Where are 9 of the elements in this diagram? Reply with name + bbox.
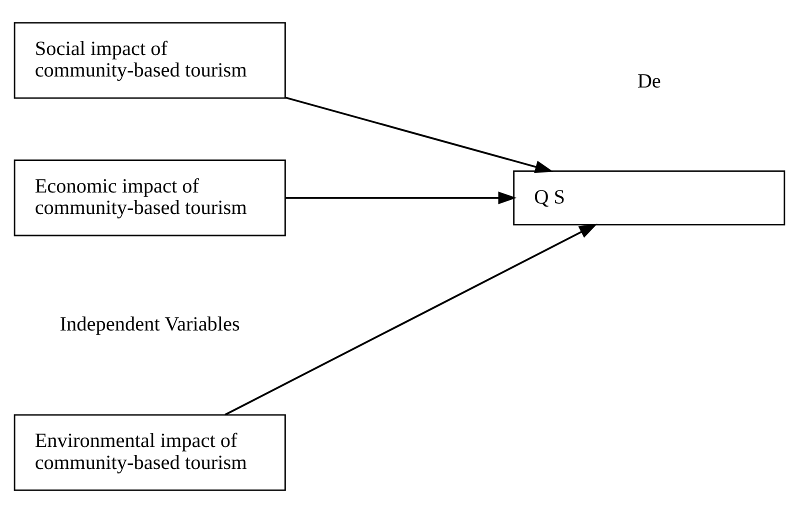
node-box: Environmental impact of community-based tourism (14, 414, 286, 490)
node-box: Q S (513, 170, 786, 225)
arrow (224, 223, 598, 416)
label: Independent Variables (60, 313, 240, 336)
label: De (637, 70, 661, 92)
arrow (285, 96, 554, 173)
node-box: Economic impact of community-based tourism (14, 159, 286, 236)
node-box: Social impact of community-based tourism (14, 22, 286, 98)
arrow (286, 191, 517, 204)
